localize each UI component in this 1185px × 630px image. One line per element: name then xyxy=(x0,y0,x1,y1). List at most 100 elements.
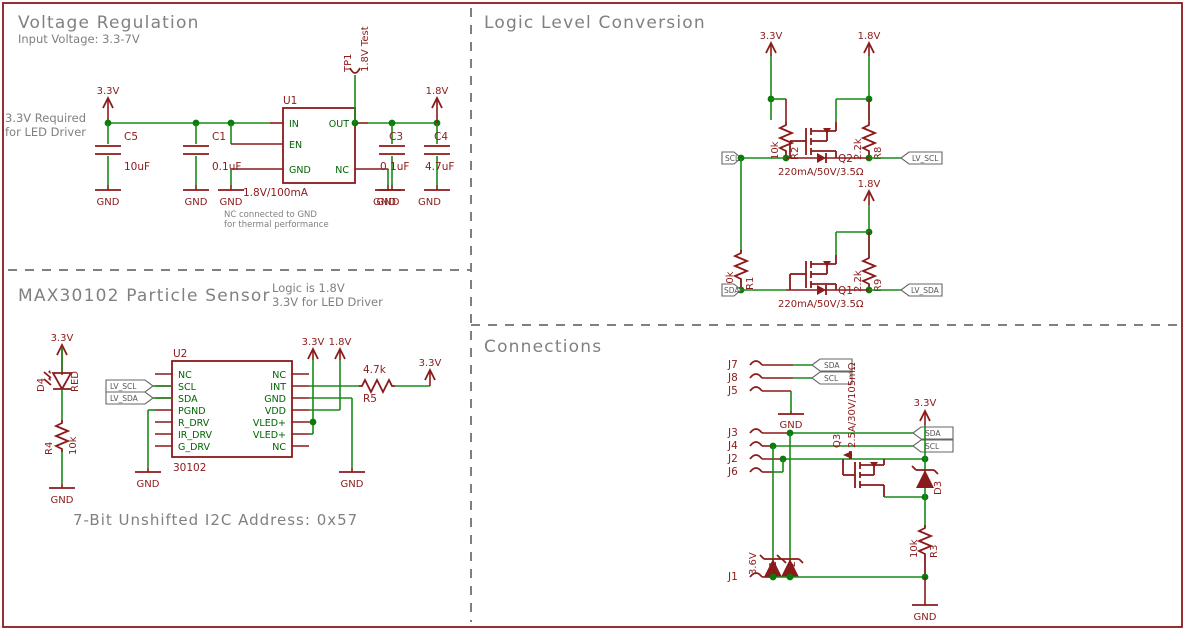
q1-ref: Q1 xyxy=(838,285,853,297)
connector-j4[interactable]: J4 SCL xyxy=(727,439,954,453)
gnd-label: GND xyxy=(97,197,120,208)
nc-note-line1: NC connected to GND xyxy=(224,210,317,220)
port-scl-top[interactable]: SCL xyxy=(811,371,853,385)
gnd-label: GND xyxy=(137,479,160,490)
power-flag-3v3-input: 3.3V xyxy=(97,86,120,123)
mosfet-q1: Q1 220mA/50V/3.5Ω xyxy=(778,255,864,310)
port-scl-mid[interactable]: SCL xyxy=(912,439,954,453)
connector-j7[interactable]: J7 SDA xyxy=(727,358,853,372)
testpoint-tp1: TP1 1.8V Test xyxy=(343,26,371,127)
capacitor-c1: C1 0.1uF GND xyxy=(183,119,241,208)
u2-power-nets: 3.3V 1.8V GND 4.7k R5 3.3V xyxy=(302,337,442,490)
logic-note-line1: Logic is 1.8V xyxy=(272,281,345,295)
r9-ref: R9 xyxy=(873,279,884,292)
junction-dot xyxy=(786,573,794,581)
port-lv-sda-out[interactable]: LV_SDA xyxy=(900,283,943,297)
c5-value: 10uF xyxy=(124,161,150,173)
r3-ref: R3 xyxy=(929,545,940,558)
c3-value: 0.1uF xyxy=(380,161,409,173)
component-u2-max30102: U2 30102 NC SCL SDA PGND R_DRV IR_DRV G_… xyxy=(155,348,309,474)
port-lv-scl[interactable]: LV_SCL xyxy=(105,379,172,393)
u2-pin-left-6: G_DRV xyxy=(178,442,211,453)
netlabel-3v3: 3.3V xyxy=(760,31,783,42)
u2-pgnd-net: GND xyxy=(135,409,161,490)
r5-value: 4.7k xyxy=(363,364,387,376)
q1-value: 220mA/50V/3.5Ω xyxy=(778,299,864,310)
d2-ref: D2 xyxy=(787,561,798,575)
gnd-symbol-bottom: GND xyxy=(912,577,938,623)
r8-value: 2.2k xyxy=(853,138,864,160)
port-sda-top[interactable]: SDA xyxy=(811,358,853,372)
u2-pin-left-3: PGND xyxy=(178,406,206,417)
gnd-symbol: GND xyxy=(183,185,209,208)
connector-j2[interactable]: J2 xyxy=(727,453,929,465)
r5-ref: R5 xyxy=(363,393,377,405)
capacitor-c3: C3 0.1uF GND xyxy=(373,119,409,208)
nc-note-line2: for thermal performance xyxy=(224,220,329,230)
connector-j5[interactable]: J5 GND xyxy=(727,385,804,431)
capacitor-c4: C4 4.7uF GND xyxy=(418,119,454,208)
port-sda-mid-label: SDA xyxy=(925,429,941,438)
port-sda-in[interactable]: SDA xyxy=(721,283,742,297)
connector-j1[interactable]: J1 xyxy=(727,571,929,583)
gnd-symbol: GND xyxy=(95,185,121,208)
u1-value: 1.8V/100mA xyxy=(243,187,309,199)
j8-ref: J8 xyxy=(727,372,738,384)
junction-dot xyxy=(769,573,777,581)
led-driver-note-line1: 3.3V Required xyxy=(5,111,86,125)
netlabel-3v3-vled: 3.3V xyxy=(302,337,325,348)
gnd-label: GND xyxy=(780,420,803,431)
voltage-regulation-subtitle: Input Voltage: 3.3-7V xyxy=(18,32,140,46)
connector-j8[interactable]: J8 SCL xyxy=(727,371,853,385)
component-u1-regulator: U1 IN OUT EN GND NC 1.8V/100mA xyxy=(243,95,356,199)
gnd-label: GND xyxy=(341,479,364,490)
section-voltage-regulation: Voltage Regulation Input Voltage: 3.3-7V… xyxy=(5,13,454,230)
j5-ref: J5 xyxy=(727,385,738,397)
netlabel-1v8-vdd: 1.8V xyxy=(329,337,352,348)
gnd-label: GND xyxy=(51,495,74,506)
mosfet-q3: Q3 2.5A/30V/105mΩ xyxy=(832,362,929,501)
d4-value: RED xyxy=(70,371,81,392)
resistor-r5: 4.7k R5 xyxy=(359,364,395,405)
led-d4: D4 RED xyxy=(36,370,81,392)
gnd-symbol: GND xyxy=(49,484,75,506)
u1-pin-en: EN xyxy=(289,140,302,151)
u2-pin-right-2: GND xyxy=(264,394,286,405)
gnd-symbol: GND xyxy=(373,185,405,208)
netlabel-1v8-out: 1.8V xyxy=(426,86,449,97)
u2-pin-left-0: NC xyxy=(178,370,192,381)
led-driver-note-line2: for LED Driver xyxy=(5,125,86,139)
zener-diode-d3: D3 xyxy=(911,459,944,497)
u2-pin-left-4: R_DRV xyxy=(178,418,210,429)
power-flag-3v3: 3.3V xyxy=(760,31,783,120)
max30102-title: MAX30102 Particle Sensor xyxy=(18,286,271,306)
port-sda-top-label: SDA xyxy=(824,361,840,370)
port-scl-in[interactable]: SCL xyxy=(721,151,742,165)
u1-gnd-net: GND xyxy=(218,168,283,208)
netlabel-1v8: 1.8V xyxy=(858,31,881,42)
u1-pin-nc: NC xyxy=(335,165,349,176)
q3-value: 2.5A/30V/105mΩ xyxy=(847,362,858,448)
c4-ref: C4 xyxy=(434,131,448,143)
netlabel-3v3-in: 3.3V xyxy=(97,86,120,97)
netlabel-3v3: 3.3V xyxy=(51,333,74,344)
port-lv-scl-out[interactable]: LV_SCL xyxy=(900,151,943,165)
port-lv-sda[interactable]: LV_SDA xyxy=(105,391,172,405)
gnd-label: GND xyxy=(914,612,937,623)
logic-level-title: Logic Level Conversion xyxy=(484,13,706,33)
port-sda-mid[interactable]: SDA xyxy=(912,426,954,440)
u1-pin-in: IN xyxy=(289,119,299,130)
j2-ref: J2 xyxy=(727,453,738,465)
connector-j6[interactable]: J6 xyxy=(727,446,784,478)
port-lv-sda-label: LV_SDA xyxy=(110,394,139,403)
tp1-label: 1.8V Test xyxy=(360,26,371,72)
port-scl-top-label: SCL xyxy=(824,374,839,383)
j7-ref: J7 xyxy=(727,359,738,371)
connector-j3[interactable]: J3 SDA xyxy=(727,426,954,440)
j6-ref: J6 xyxy=(727,466,738,478)
u1-ref: U1 xyxy=(283,95,297,107)
u2-pin-left-2: SDA xyxy=(178,394,198,405)
r4-ref: R4 xyxy=(44,442,55,455)
connections-title: Connections xyxy=(484,337,602,357)
